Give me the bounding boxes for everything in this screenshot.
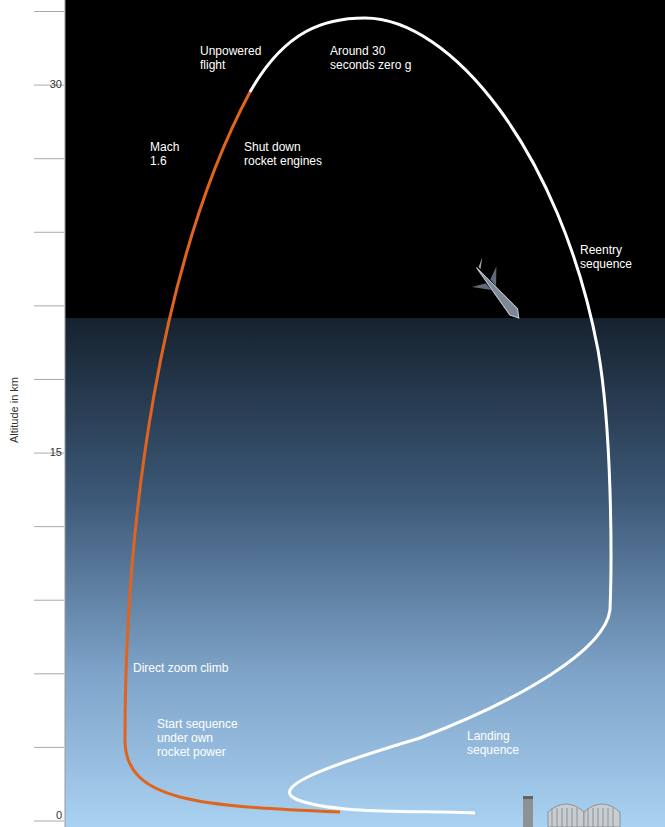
axis-tick [34,747,64,748]
axis-tick [34,379,64,380]
tick-label: 15 [36,445,62,459]
axis-tick [34,11,64,12]
space-band [65,0,665,319]
axis-tick [34,600,64,601]
spaceplane [462,254,532,328]
axis-title: Altitude in km [7,377,21,443]
spaceport-buildings [523,796,620,827]
phase-label: Unpowered flight [200,44,270,72]
axis-line [65,0,66,827]
axis-tick [34,232,64,233]
unpowered-trajectory [250,18,611,813]
phase-label: Direct zoom climb [133,661,263,675]
axis-tick [34,526,64,527]
phase-label: Reentry sequence [580,243,652,271]
tick-label: 0 [38,808,62,822]
axis-tick [34,158,64,159]
phase-label: Landing sequence [467,729,529,757]
tick-label: 30 [36,77,62,91]
phase-label: Around 30 seconds zero g [330,44,422,72]
powered-trajectory [125,92,340,812]
axis-tick [34,673,64,674]
speed-label: Mach 1.6 [150,140,190,168]
phase-label: Shut down rocket engines [244,140,332,168]
axis-tick [34,305,64,306]
phase-label: Start sequence under own rocket power [157,717,245,759]
axis-ticks [34,12,64,821]
